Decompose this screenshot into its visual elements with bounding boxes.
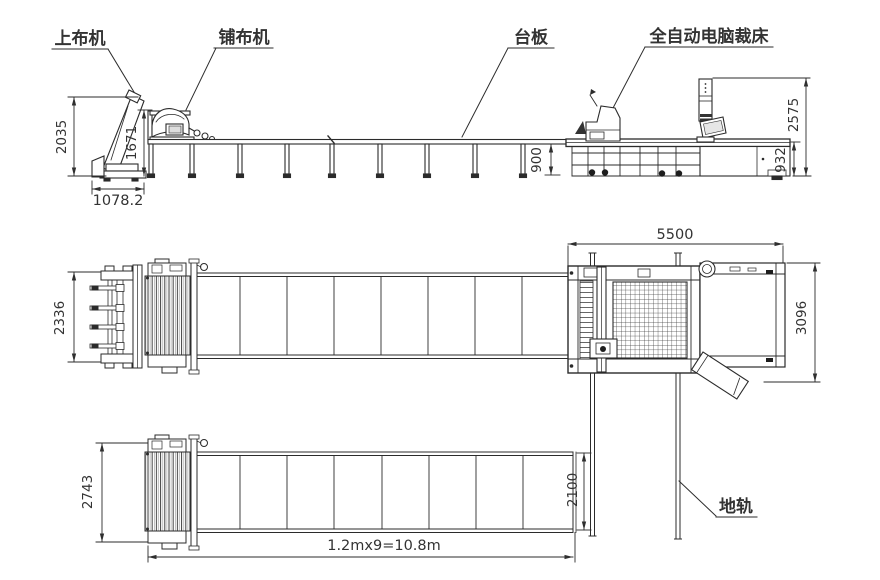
cutter-head bbox=[585, 89, 621, 142]
table-plan bbox=[196, 272, 569, 359]
leader-table bbox=[461, 47, 555, 138]
dim-text-2575: 2575 bbox=[786, 98, 802, 132]
dim-cutter-width bbox=[763, 262, 821, 383]
plan-view bbox=[67, 241, 821, 540]
bottom-table-plan bbox=[197, 451, 577, 533]
dim-cutter-length bbox=[567, 241, 784, 267]
dim-text-932: 932 bbox=[773, 147, 789, 173]
blower bbox=[698, 260, 716, 278]
dim-text-2035: 2035 bbox=[54, 120, 70, 154]
fabric-clamp bbox=[575, 121, 586, 134]
wheel bbox=[675, 170, 683, 177]
bottom-table-dividers bbox=[239, 455, 524, 530]
monitor-arm bbox=[696, 78, 727, 143]
dim-text-1671: 1671 bbox=[124, 126, 140, 160]
dim-text-5500: 5500 bbox=[657, 227, 694, 243]
table-break-mark bbox=[327, 135, 335, 144]
label-cutter: 全自动电脑裁床 bbox=[649, 26, 770, 47]
dim-table-height bbox=[544, 143, 561, 176]
cutter-machine-side bbox=[565, 78, 791, 181]
label-spreader: 铺布机 bbox=[219, 27, 270, 48]
dim-cutter-total-height bbox=[712, 77, 812, 177]
wheel bbox=[658, 170, 666, 177]
dim-spreader-height bbox=[137, 109, 153, 177]
table-legs bbox=[146, 143, 528, 179]
leader-ground-rail bbox=[678, 480, 758, 518]
loader-machine-plan bbox=[89, 264, 143, 369]
cutter-cabinet bbox=[699, 145, 791, 181]
label-loader: 上布机 bbox=[55, 28, 106, 49]
loader-machine-side bbox=[91, 89, 147, 182]
spreader-machine-plan bbox=[144, 258, 208, 375]
dim-text-1078-2: 1078.2 bbox=[93, 193, 144, 209]
leader-cutter bbox=[601, 46, 774, 130]
bottom-plan-view bbox=[95, 434, 758, 563]
cutting-bed-mesh bbox=[612, 281, 688, 359]
label-ground-rail: 地轨 bbox=[719, 496, 753, 517]
cutter-machine-plan bbox=[567, 260, 786, 400]
dim-loader-height bbox=[67, 96, 139, 177]
dim-text-3096: 3096 bbox=[794, 301, 810, 335]
ground-rails bbox=[588, 252, 682, 540]
discharge-chute bbox=[690, 351, 750, 400]
leader-spreader bbox=[185, 47, 274, 111]
dim-text-2100: 2100 bbox=[565, 473, 581, 507]
outfeed-table-plan bbox=[699, 262, 786, 368]
label-table: 台板 bbox=[514, 27, 549, 48]
dim-text-900: 900 bbox=[529, 147, 545, 173]
dim-loader-width bbox=[67, 271, 101, 363]
wheel bbox=[588, 169, 596, 176]
loader-roller-bars bbox=[89, 284, 125, 350]
dim-text-table-length: 1.2mx9=10.8m bbox=[327, 538, 441, 554]
dim-table-end-width bbox=[576, 452, 592, 531]
leader-loader bbox=[51, 48, 138, 98]
dim-table-length bbox=[147, 532, 576, 563]
wheel bbox=[601, 169, 609, 176]
spreader-machine-side bbox=[147, 108, 216, 143]
side-elevation-view bbox=[51, 46, 812, 195]
table-side bbox=[146, 135, 567, 179]
dim-spreader-width bbox=[95, 442, 153, 543]
dim-cutter-bed-height bbox=[790, 141, 801, 177]
table-dividers bbox=[239, 276, 523, 356]
drawing-text: 上布机 铺布机 台板 全自动电脑裁床 地轨 2035 1671 1078.2 9… bbox=[52, 26, 810, 554]
dim-loader-base-width bbox=[91, 180, 145, 195]
dim-text-2743: 2743 bbox=[80, 475, 96, 509]
dim-text-2336: 2336 bbox=[52, 301, 68, 335]
